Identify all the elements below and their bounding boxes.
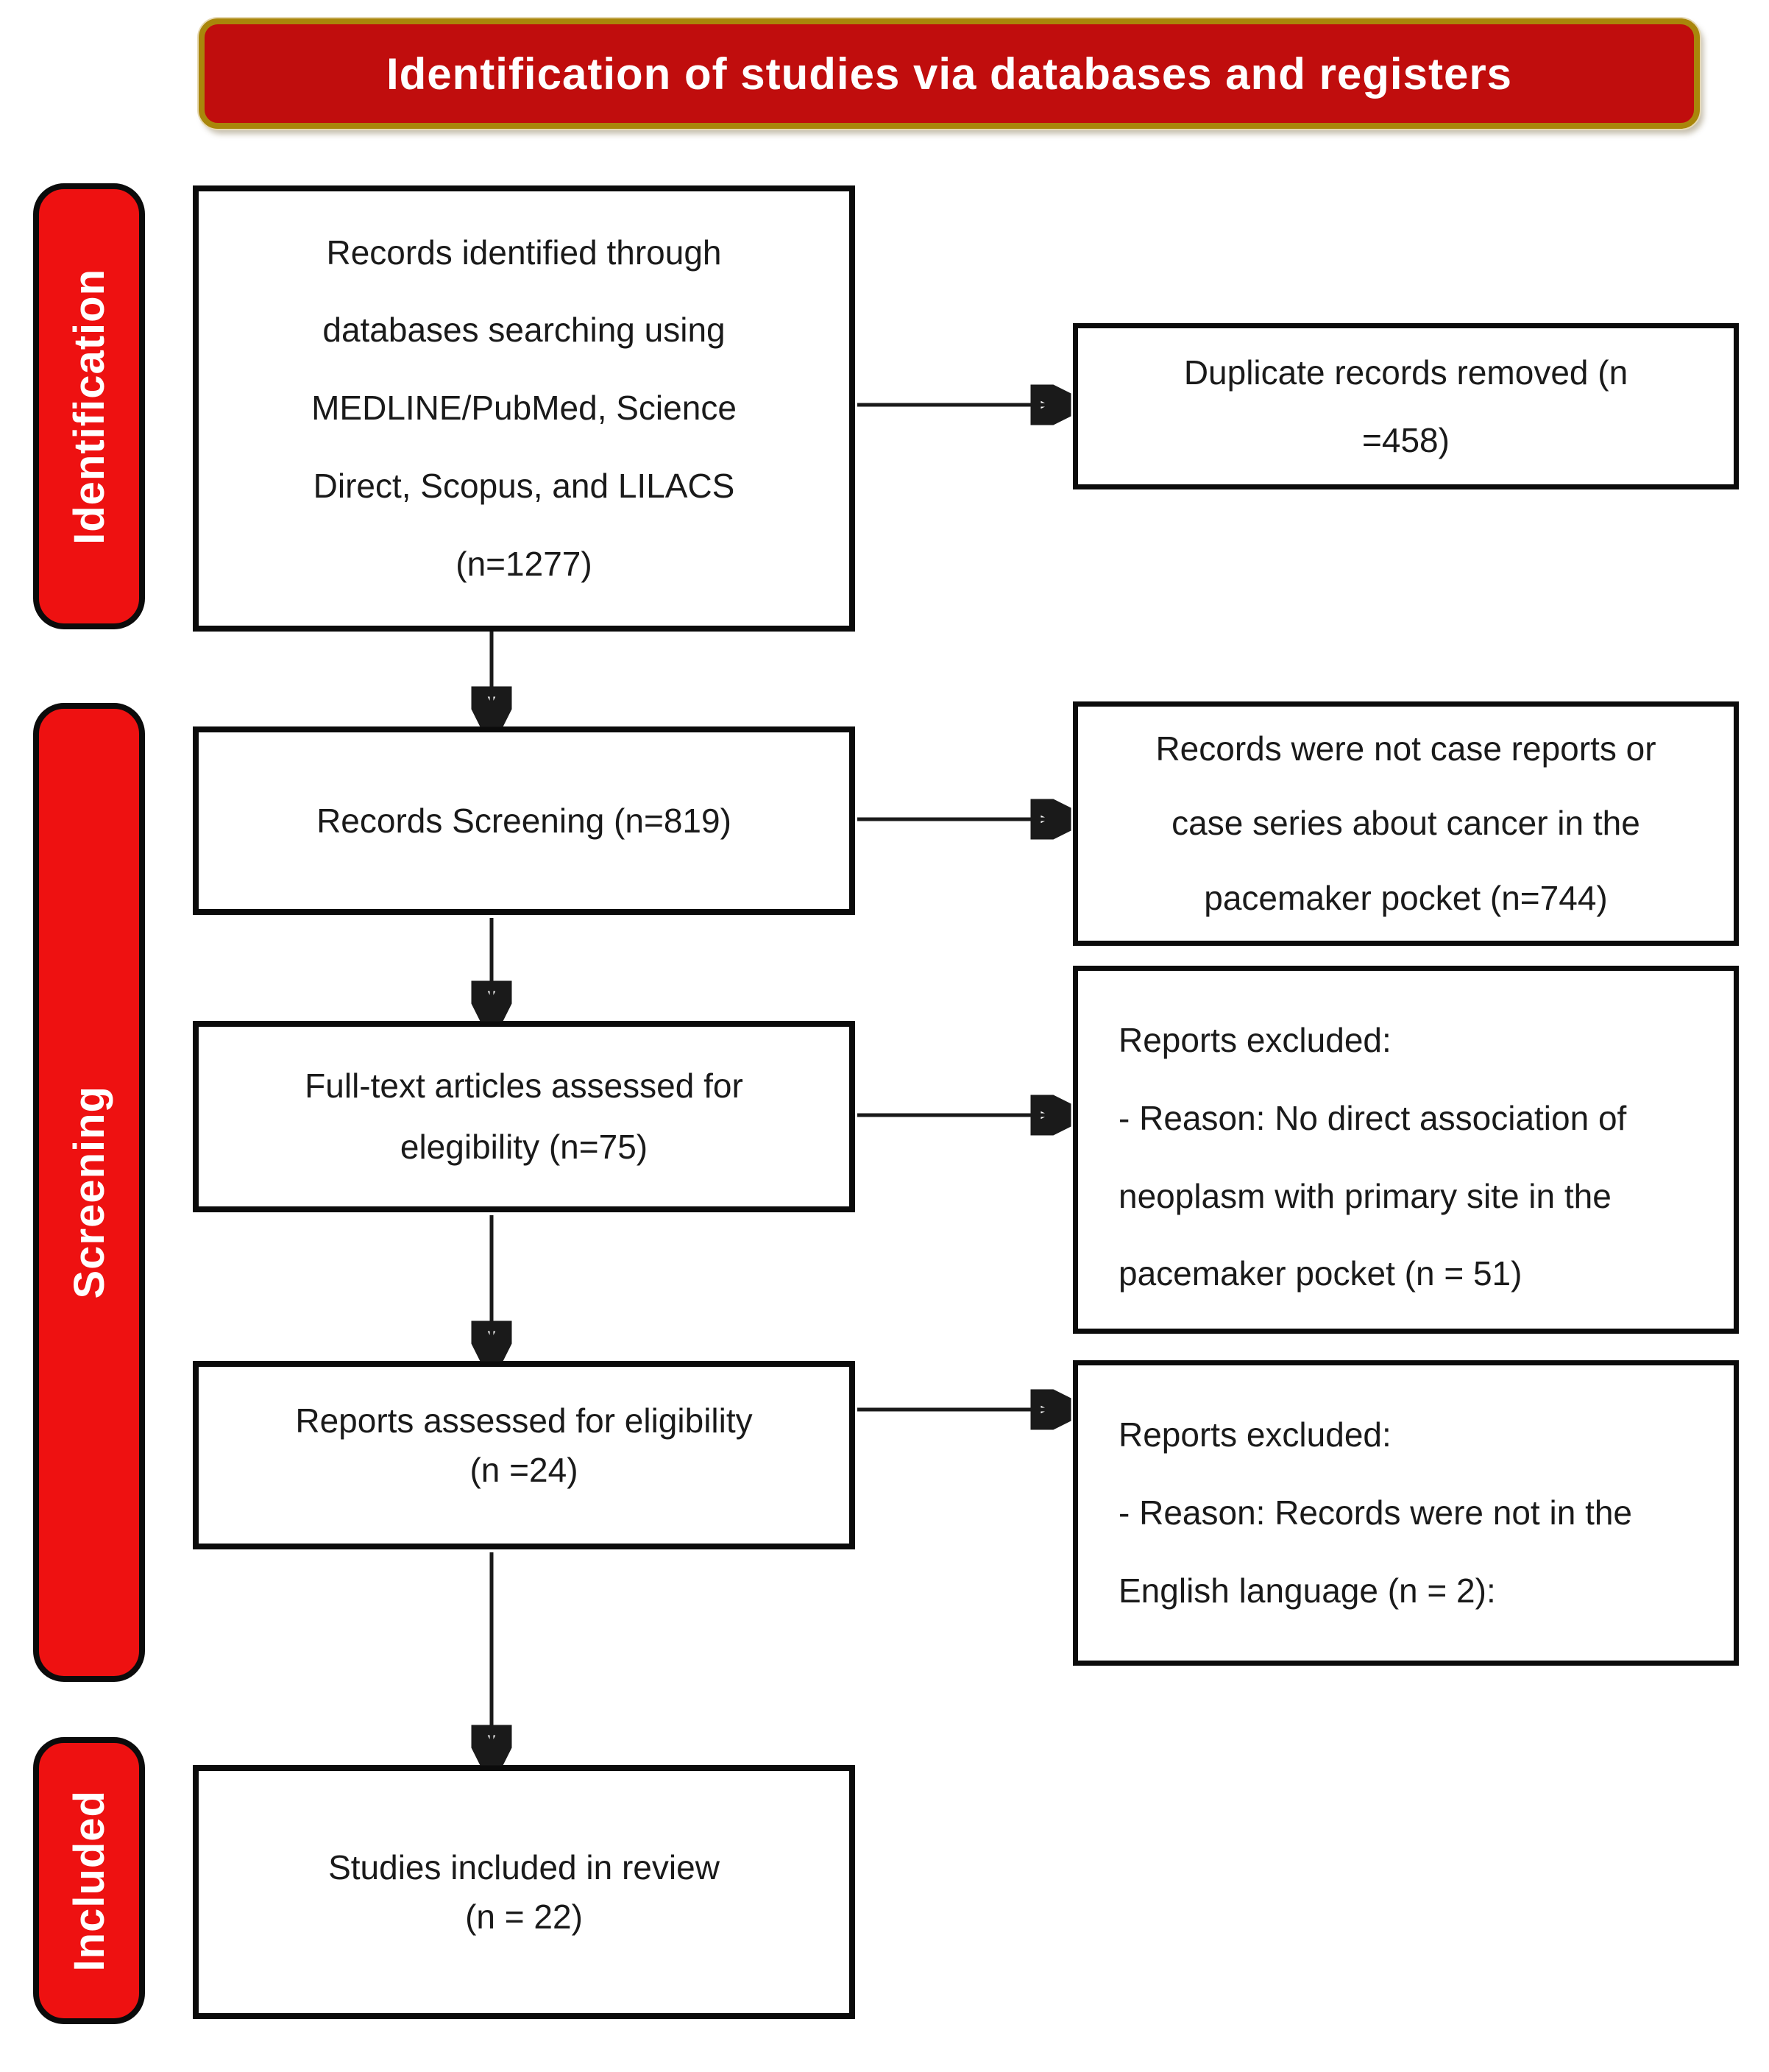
box-not-case-reports-text: Records were not case reports or case se…: [1155, 729, 1656, 917]
stage-bar-screening: Screening: [33, 703, 145, 1682]
stage-bar-included: Included: [33, 1737, 145, 2024]
box-studies-included-text: Studies included in review (n = 22): [328, 1848, 720, 1936]
box-fulltext-assessed-text: Full-text articles assessed for elegibil…: [305, 1067, 743, 1166]
box-excluded-language: Reports excluded: - Reason: Records were…: [1073, 1360, 1739, 1666]
box-not-case-reports: Records were not case reports or case se…: [1073, 701, 1739, 946]
box-excluded-no-association: Reports excluded: - Reason: No direct as…: [1073, 966, 1739, 1334]
box-records-screening: Records Screening (n=819): [193, 726, 855, 915]
box-reports-assessed: Reports assessed for eligibility (n =24): [193, 1361, 855, 1549]
box-fulltext-assessed: Full-text articles assessed for elegibil…: [193, 1021, 855, 1212]
box-reports-assessed-text: Reports assessed for eligibility (n =24): [295, 1401, 753, 1489]
box-records-identified: Records identified through databases sea…: [193, 185, 855, 632]
stage-label-included: Included: [65, 1789, 113, 1972]
stage-bar-identification: Identification: [33, 183, 145, 629]
box-records-identified-text: Records identified through databases sea…: [311, 233, 737, 583]
diagram-title: Identification of studies via databases …: [386, 49, 1513, 99]
diagram-title-banner: Identification of studies via databases …: [199, 18, 1700, 129]
box-studies-included: Studies included in review (n = 22): [193, 1765, 855, 2019]
box-duplicates-removed: Duplicate records removed (n =458): [1073, 323, 1739, 489]
stage-label-screening: Screening: [65, 1086, 113, 1299]
box-excluded-language-text: Reports excluded: - Reason: Records were…: [1119, 1415, 1633, 1610]
box-duplicates-removed-text: Duplicate records removed (n =458): [1183, 353, 1628, 459]
box-records-screening-text: Records Screening (n=819): [316, 801, 731, 840]
box-excluded-no-association-text: Reports excluded: - Reason: No direct as…: [1119, 1021, 1627, 1293]
stage-label-identification: Identification: [65, 268, 113, 545]
